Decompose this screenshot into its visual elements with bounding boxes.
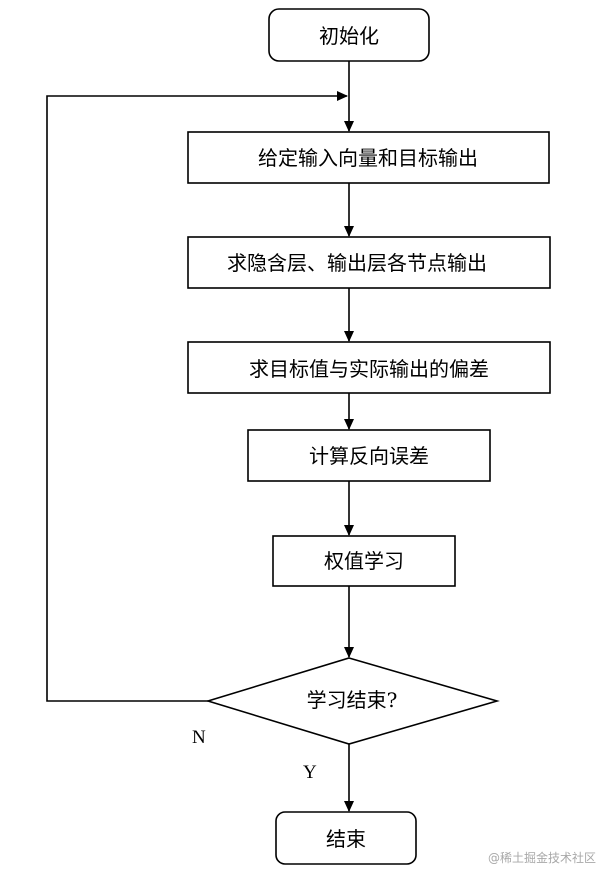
decision-node-label: 学习结束? [307, 688, 398, 712]
step-weight-learning-label: 权值学习 [324, 549, 404, 573]
end-node-shape [275, 811, 417, 865]
start-node-label: 初始化 [319, 24, 379, 48]
step-deviation: 求目标值与实际输出的偏差 [187, 341, 551, 394]
branch-no-label: N [192, 727, 206, 748]
step-input-vector-label: 给定输入向量和目标输出 [258, 146, 478, 170]
branch-yes-label: Y [303, 762, 317, 783]
decision-node: 学习结束? [205, 657, 500, 745]
step-backprop-error-shape [247, 429, 491, 482]
end-node: 结束 [275, 811, 417, 865]
step-layer-outputs-shape [187, 236, 551, 289]
step-backprop-error-label: 计算反向误差 [309, 444, 429, 468]
step-weight-learning-shape [272, 535, 456, 587]
step-layer-outputs: 求隐含层、输出层各节点输出 [187, 236, 551, 289]
start-node: 初始化 [268, 8, 430, 62]
step-weight-learning: 权值学习 [272, 535, 456, 587]
step-input-vector: 给定输入向量和目标输出 [187, 131, 550, 184]
watermark: @稀土掘金技术社区 [488, 850, 596, 865]
arrow-loop-back [46, 91, 348, 702]
step-backprop-error: 计算反向误差 [247, 429, 491, 482]
step-input-vector-shape [187, 131, 550, 184]
step-deviation-label: 求目标值与实际输出的偏差 [249, 357, 489, 381]
step-deviation-shape [187, 341, 551, 394]
end-node-label: 结束 [326, 827, 366, 851]
step-layer-outputs-label: 求隐含层、输出层各节点输出 [227, 251, 487, 275]
